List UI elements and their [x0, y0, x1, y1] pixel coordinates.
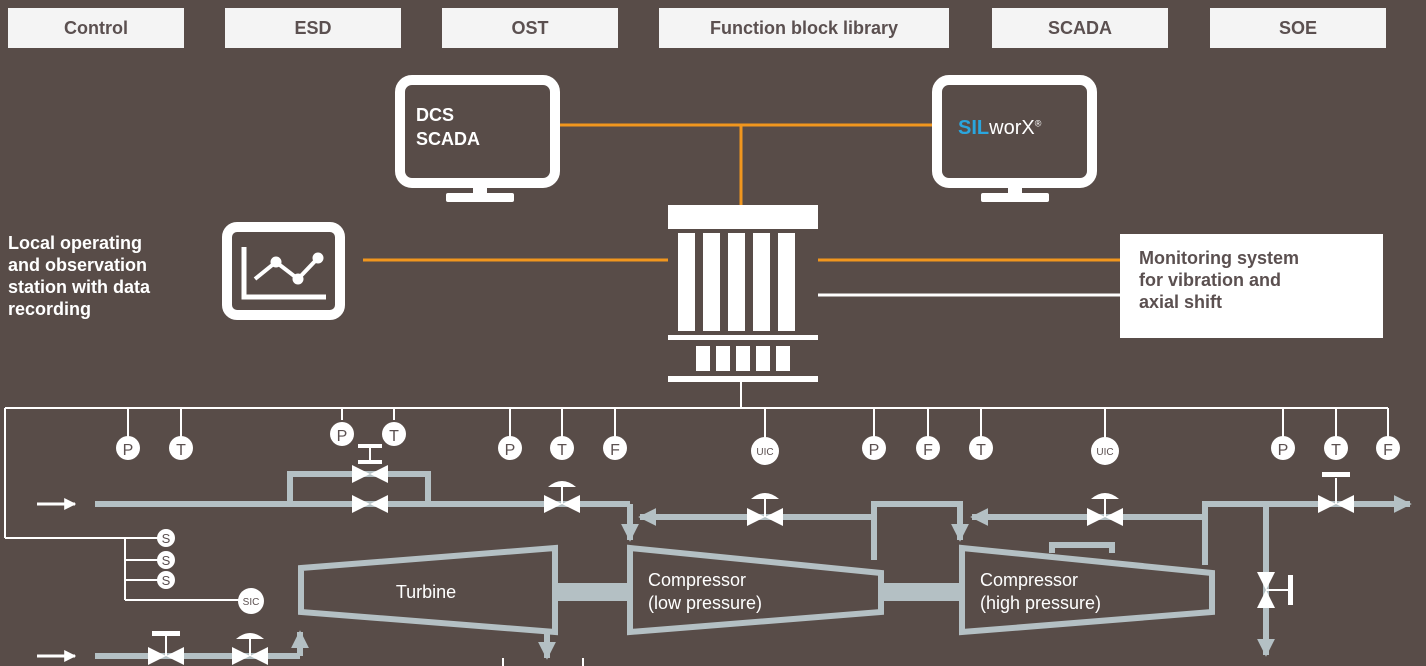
svg-text:F: F [610, 442, 620, 459]
silworx-logo: SILworX® [958, 117, 1041, 140]
speed-sensor: S [157, 571, 175, 589]
svg-text:P: P [869, 442, 880, 459]
scada-label: SCADA [416, 129, 481, 149]
recycle-valve-hp [1087, 493, 1123, 526]
svg-text:T: T [389, 428, 399, 445]
tab-ost[interactable]: OST [442, 8, 618, 48]
instrument-p: P [1271, 436, 1295, 460]
shaft-lp [556, 583, 628, 601]
bottom-marker [502, 658, 584, 666]
compressor-hp-label-2: (high pressure) [980, 593, 1101, 613]
svg-text:P: P [123, 442, 134, 459]
svg-text:T: T [176, 442, 186, 459]
dcs-monitor-icon [395, 75, 560, 202]
silworx-monitor-icon [932, 75, 1097, 202]
valve-bypass-upper [352, 460, 388, 483]
speed-sensor: S [157, 551, 175, 569]
svg-text:UIC: UIC [756, 447, 773, 458]
instrument-f: F [1376, 436, 1400, 460]
speed-sensor: S [157, 529, 175, 547]
instrument-uic: UIC [1091, 437, 1119, 465]
svg-text:UIC: UIC [1096, 447, 1113, 458]
instrument-f: F [916, 436, 940, 460]
local-station-label: Local operating and observation station … [8, 233, 151, 319]
network-lines [363, 123, 1120, 262]
instrument-p: P [116, 436, 140, 460]
svg-text:SIC: SIC [243, 597, 260, 608]
tab-function-block-library[interactable]: Function block library [659, 8, 949, 48]
svg-text:T: T [557, 442, 567, 459]
recycle-valve-lp [747, 493, 783, 526]
svg-text:S: S [162, 573, 171, 588]
monitoring-system-box: Monitoring system for vibration and axia… [1120, 234, 1383, 338]
instrument-t: T [1324, 436, 1348, 460]
tab-control[interactable]: Control [8, 8, 184, 48]
trip-valve [148, 631, 184, 665]
silworx-reg: ® [1034, 118, 1042, 129]
instrument-t: T [382, 422, 406, 446]
instrument-t: T [550, 436, 574, 460]
drain-valve [1257, 572, 1293, 608]
governor-valve [232, 633, 268, 665]
silworx-sil: SIL [958, 117, 990, 139]
svg-text:P: P [337, 428, 348, 445]
compressor-hp-body [959, 544, 1215, 636]
valve-bypass-lower [352, 444, 388, 513]
outlet-valve [1318, 472, 1354, 513]
field-bus [4, 382, 1389, 601]
turbine-label: Turbine [396, 582, 456, 602]
compressor-hp-label-1: Compressor [980, 570, 1078, 590]
tab-scada[interactable]: SCADA [992, 8, 1168, 48]
controller-icon [668, 205, 818, 382]
tab-soe[interactable]: SOE [1210, 8, 1386, 48]
svg-text:S: S [162, 553, 171, 568]
process-pipes [95, 471, 1412, 660]
instrument-p: P [330, 422, 354, 446]
svg-text:P: P [505, 442, 516, 459]
shaft-hp [884, 583, 962, 601]
monitoring-system-label: Monitoring system for vibration and axia… [1139, 248, 1300, 312]
turbine-body [298, 544, 558, 636]
instrument-p: P [498, 436, 522, 460]
instrument-p: P [862, 436, 886, 460]
silworx-rest: worX [989, 117, 1035, 139]
dcs-label: DCS [416, 105, 455, 125]
instrument-t: T [169, 436, 193, 460]
svg-text:T: T [1331, 442, 1341, 459]
svg-text:F: F [923, 442, 933, 459]
compressor-lp-label-2: (low pressure) [648, 593, 762, 613]
instrument-f: F [603, 436, 627, 460]
tab-esd[interactable]: ESD [225, 8, 401, 48]
svg-text:S: S [162, 531, 171, 546]
trend-chart-icon [222, 222, 345, 320]
control-valve-1 [544, 481, 580, 513]
svg-text:F: F [1383, 442, 1393, 459]
svg-text:P: P [1278, 442, 1289, 459]
compressor-lp-label-1: Compressor [648, 570, 746, 590]
instrument-uic: UIC [751, 437, 779, 465]
compressor-lp-body [627, 544, 884, 636]
instrument-t: T [969, 436, 993, 460]
instrument-sic: SIC [238, 588, 264, 614]
svg-text:T: T [976, 442, 986, 459]
